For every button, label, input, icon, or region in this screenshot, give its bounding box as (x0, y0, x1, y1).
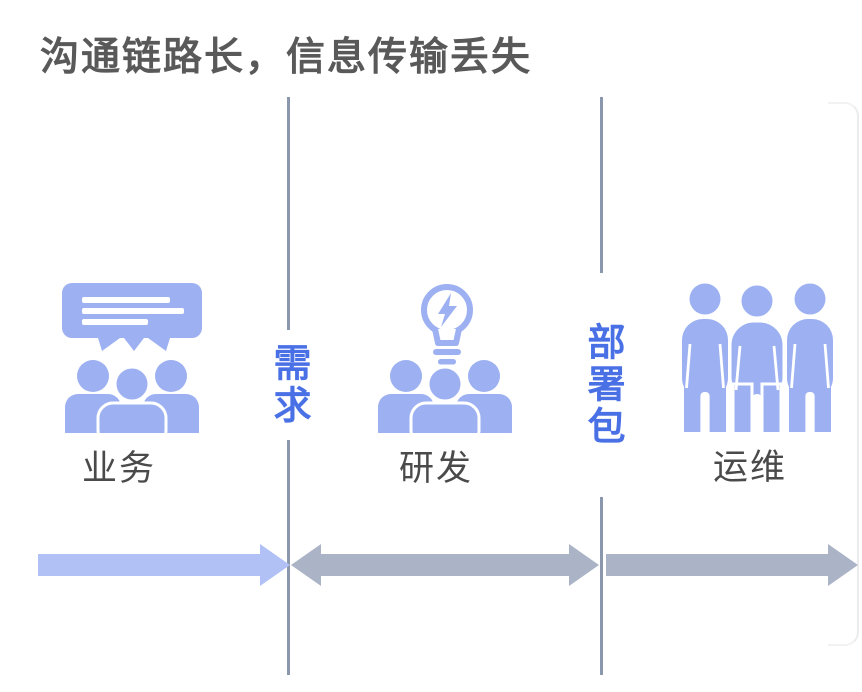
ops-team-icon (682, 282, 833, 432)
flow-arrow-rnd-bidirectional-icon (291, 544, 599, 586)
business-team-icon (65, 360, 199, 433)
flow-arrow-business-right-icon (38, 544, 290, 586)
handoff-deployment-package-label: 部署包 (581, 322, 623, 448)
page-title: 沟通链路长，信息传输丢失 (40, 36, 533, 79)
dev-team-icon (378, 360, 512, 433)
handoff-requirements-label: 需求 (267, 343, 309, 427)
flow-arrow-ops-right-icon (606, 544, 858, 586)
section-label-ops: 运维 (712, 448, 788, 487)
idea-bulb-icon (421, 284, 473, 365)
handoff-deployment-package: 部署包 (573, 273, 631, 497)
section-label-business: 业务 (81, 449, 157, 488)
speech-bubble-icon (62, 283, 202, 351)
section-label-rnd: 研发 (398, 449, 474, 488)
card-right-edge (828, 102, 859, 646)
handoff-requirements: 需求 (260, 330, 316, 440)
